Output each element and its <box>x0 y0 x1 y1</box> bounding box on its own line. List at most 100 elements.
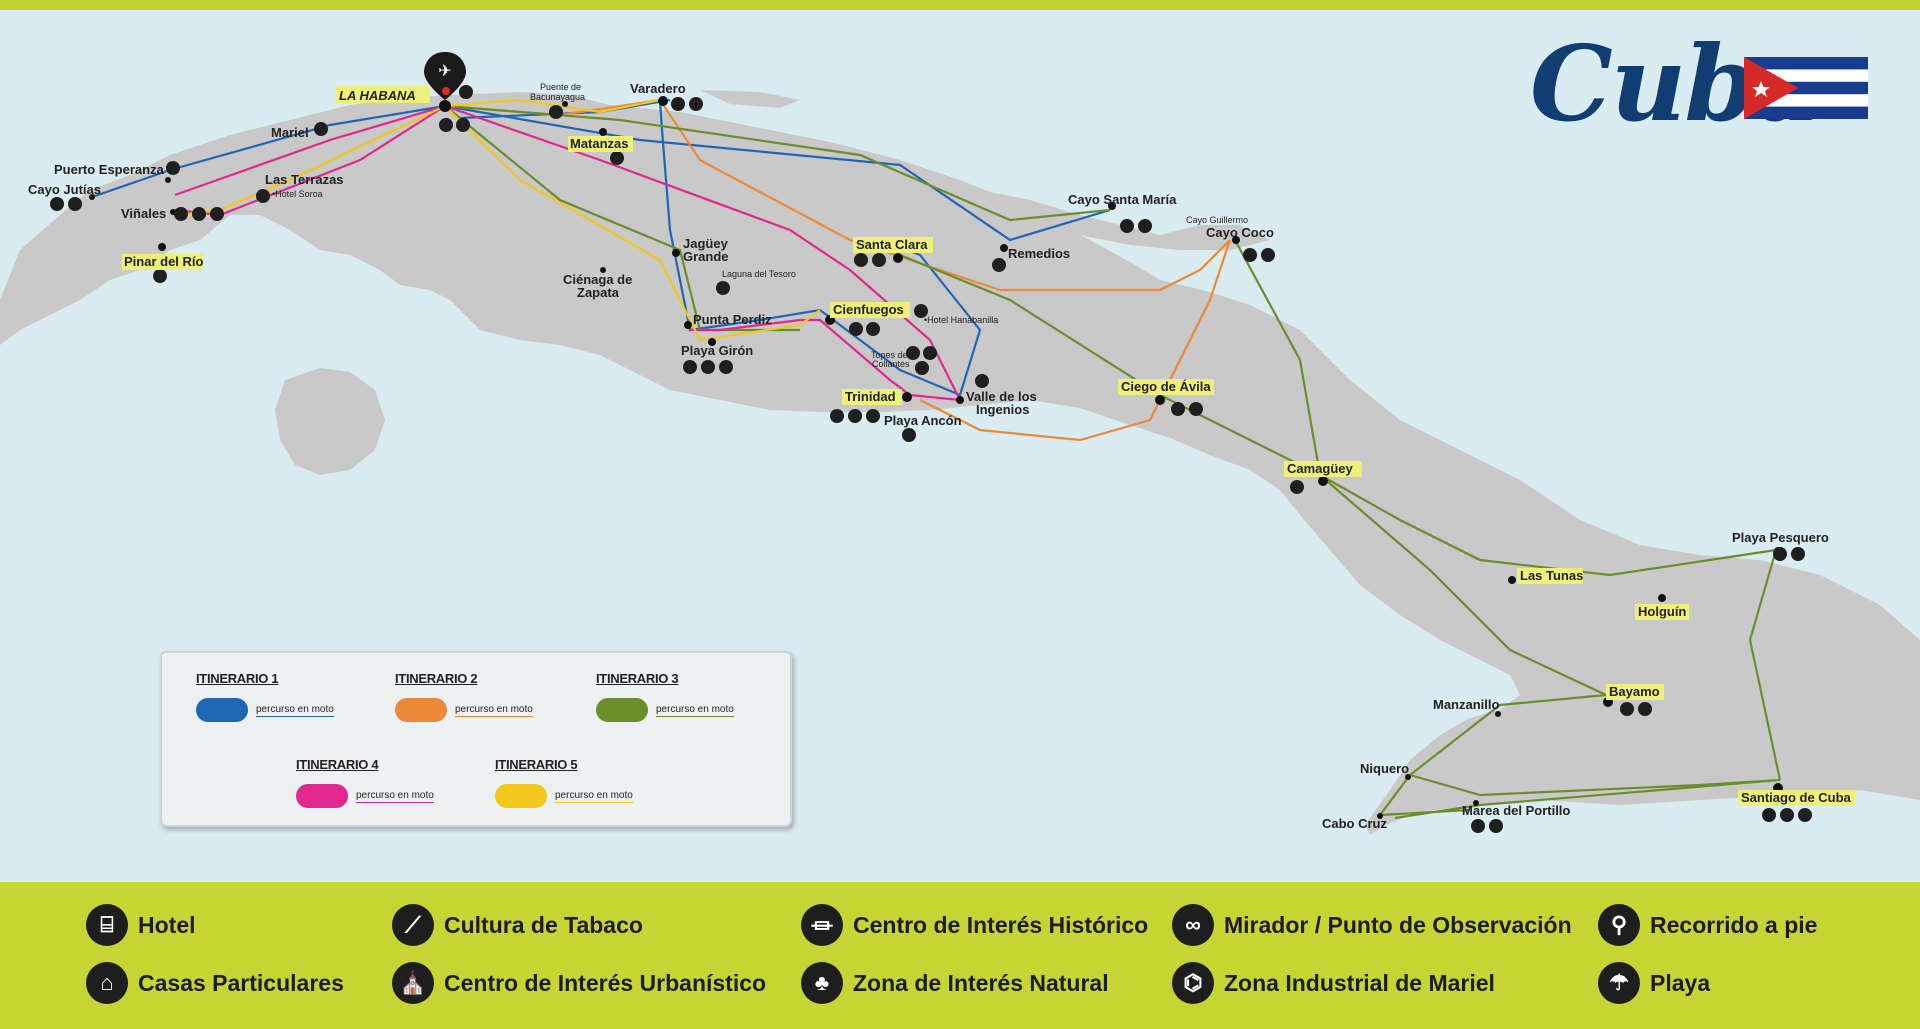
zapata-peninsula <box>470 255 700 345</box>
label-niquero: Niquero <box>1360 761 1409 776</box>
church-icon: ⛪ <box>392 962 434 1004</box>
label-holguin: Holguín <box>1638 604 1686 619</box>
label-cabo-cruz: Cabo Cruz <box>1322 816 1388 831</box>
label-playa-pesquero: Playa Pesquero <box>1732 530 1829 545</box>
label-playa-giron: Playa Girón <box>681 343 753 358</box>
route-itinerario-1 <box>91 98 1111 397</box>
bed-icon: ⌸ <box>86 904 128 946</box>
legend-urbanistico-label: Centro de Interés Urbanístico <box>444 969 767 996</box>
label-hotel-soroa: •Hotel Soroa <box>272 189 323 199</box>
label-jaguey-2: Grande <box>683 249 729 264</box>
itinerary-3-title: ITINERARIO 3 <box>596 671 679 686</box>
label-cayo-santa-maria: Cayo Santa María <box>1068 192 1177 207</box>
place-labels: LA HABANA Mariel Puerto Esperanza Cayo J… <box>28 81 1855 831</box>
label-laguna-tesoro: Laguna del Tesoro <box>722 269 796 279</box>
label-remedios: Remedios <box>1008 246 1070 261</box>
legend-hotel-label: Hotel <box>138 911 196 938</box>
label-vinales: Viñales <box>121 206 166 221</box>
label-jaguey-1: Jagüey <box>683 236 729 251</box>
label-valle-2: Ingenios <box>976 402 1029 417</box>
legend-natural-label: Zona de Interés Natural <box>853 969 1109 996</box>
legend-mariel: ⌬ Zona Industrial de Mariel <box>1172 962 1495 1004</box>
itinerary-5-text: percurso en moto <box>555 789 633 803</box>
label-pinar-del-rio: Pinar del Río <box>124 254 204 269</box>
svg-text:✈: ✈ <box>438 61 451 80</box>
itinerary-5-swatch <box>495 784 547 808</box>
label-marea-del-portillo: Marea del Portillo <box>1462 803 1570 818</box>
label-trinidad: Trinidad <box>845 389 896 404</box>
label-playa-ancon: Playa Ancón <box>884 413 962 428</box>
service-icons <box>50 85 1812 833</box>
top-border <box>0 0 1920 10</box>
legend-natural: ♣ Zona de Interés Natural <box>801 962 1109 1004</box>
label-ciego-de-avila: Ciego de Ávila <box>1121 379 1211 394</box>
label-puente-1: Puente de <box>540 82 581 92</box>
label-bayamo: Bayamo <box>1609 684 1660 699</box>
itinerary-3-swatch <box>596 698 648 722</box>
legend-tabaco-label: Cultura de Tabaco <box>444 911 643 938</box>
itinerary-2-title: ITINERARIO 2 <box>395 671 478 686</box>
legend-playa-label: Playa <box>1650 969 1711 996</box>
airport-pin-icon: ✈ <box>424 52 466 100</box>
cuban-flag-icon <box>1744 57 1868 119</box>
label-cayo-jutias: Cayo Jutías <box>28 182 101 197</box>
label-puente-2: Bacunayagua <box>530 92 585 102</box>
label-cienfuegos: Cienfuegos <box>833 302 904 317</box>
legend-hotel: ⌸ Hotel <box>86 904 196 946</box>
legend-casas-label: Casas Particulares <box>138 969 344 996</box>
label-mariel: Mariel <box>271 125 309 140</box>
label-cienaga-2: Zapata <box>577 285 620 300</box>
binoculars-icon: ∞ <box>1172 904 1214 946</box>
legend-tabaco: ⟋ Cultura de Tabaco <box>392 904 643 946</box>
legend-playa: ☂ Playa <box>1598 962 1710 1004</box>
itinerary-3[interactable]: ITINERARIO 3 percurso en moto <box>596 671 734 722</box>
label-matanzas: Matanzas <box>570 136 629 151</box>
itinerary-4[interactable]: ITINERARIO 4 percurso en moto <box>296 757 434 808</box>
label-punta-perdiz: Punta Perdiz <box>693 312 772 327</box>
label-santa-clara: Santa Clara <box>856 237 928 252</box>
label-cayo-coco: Cayo Coco <box>1206 225 1274 240</box>
label-cienaga-1: Ciénaga de <box>563 272 632 287</box>
label-puerto-esperanza: Puerto Esperanza <box>54 162 165 177</box>
legend-casas: ⌂ Casas Particulares <box>86 962 344 1004</box>
legend-mirador-label: Mirador / Punto de Observación <box>1224 911 1572 938</box>
itinerary-1-swatch <box>196 698 248 722</box>
tree-icon: ♣ <box>801 962 843 1004</box>
hiker-icon: ⚲ <box>1598 904 1640 946</box>
legend-historico: ⏛ Centro de Interés Histórico <box>801 904 1148 946</box>
label-las-tunas: Las Tunas <box>1520 568 1583 583</box>
label-manzanillo: Manzanillo <box>1433 697 1500 712</box>
legend-historico-label: Centro de Interés Histórico <box>853 911 1149 938</box>
house-icon: ⌂ <box>86 962 128 1004</box>
itinerary-2-text: percurso en moto <box>455 703 533 717</box>
legend-recorrido-label: Recorrido a pie <box>1650 911 1818 938</box>
label-hotel-hanabanilla: •Hotel Hanabanilla <box>924 315 998 325</box>
legend-mariel-label: Zona Industrial de Mariel <box>1224 969 1495 996</box>
label-cayo-guillermo: Cayo Guillermo <box>1186 215 1248 225</box>
northern-keys <box>980 190 1270 250</box>
label-la-habana: LA HABANA <box>339 88 416 103</box>
cigar-icon: ⟋ <box>392 904 434 946</box>
label-topes-2: Collantes <box>872 359 910 369</box>
label-camaguey: Camagüey <box>1287 461 1354 476</box>
legend-recorrido: ⚲ Recorrido a pie <box>1598 904 1817 946</box>
legend-urbanistico: ⛪ Centro de Interés Urbanístico <box>392 962 766 1004</box>
museum-icon: ⏛ <box>801 904 843 946</box>
isla-de-la-juventud <box>275 368 385 475</box>
legend-mirador: ∞ Mirador / Punto de Observación <box>1172 904 1572 946</box>
icon-legend-bar: ⌸ Hotel ⌂ Casas Particulares ⟋ Cultura d… <box>0 882 1920 1029</box>
label-valle-1: Valle de los <box>966 389 1037 404</box>
itinerary-2[interactable]: ITINERARIO 2 percurso en moto <box>395 671 533 722</box>
itinerary-3-text: percurso en moto <box>656 703 734 717</box>
routes <box>91 98 1782 820</box>
label-las-terrazas: Las Terrazas <box>265 172 344 187</box>
itinerary-1-text: percurso en moto <box>256 703 334 717</box>
itinerary-1[interactable]: ITINERARIO 1 percurso en moto <box>196 671 334 722</box>
itinerary-5[interactable]: ITINERARIO 5 percurso en moto <box>495 757 633 808</box>
itinerary-4-text: percurso en moto <box>356 789 434 803</box>
itinerary-legend: ITINERARIO 1 percurso en moto ITINERARIO… <box>160 651 792 827</box>
label-santiago-de-cuba: Santiago de Cuba <box>1741 790 1852 805</box>
label-varadero: Varadero <box>630 81 686 96</box>
label-topes-1: Topes de <box>871 350 908 360</box>
umbrella-icon: ☂ <box>1598 962 1640 1004</box>
